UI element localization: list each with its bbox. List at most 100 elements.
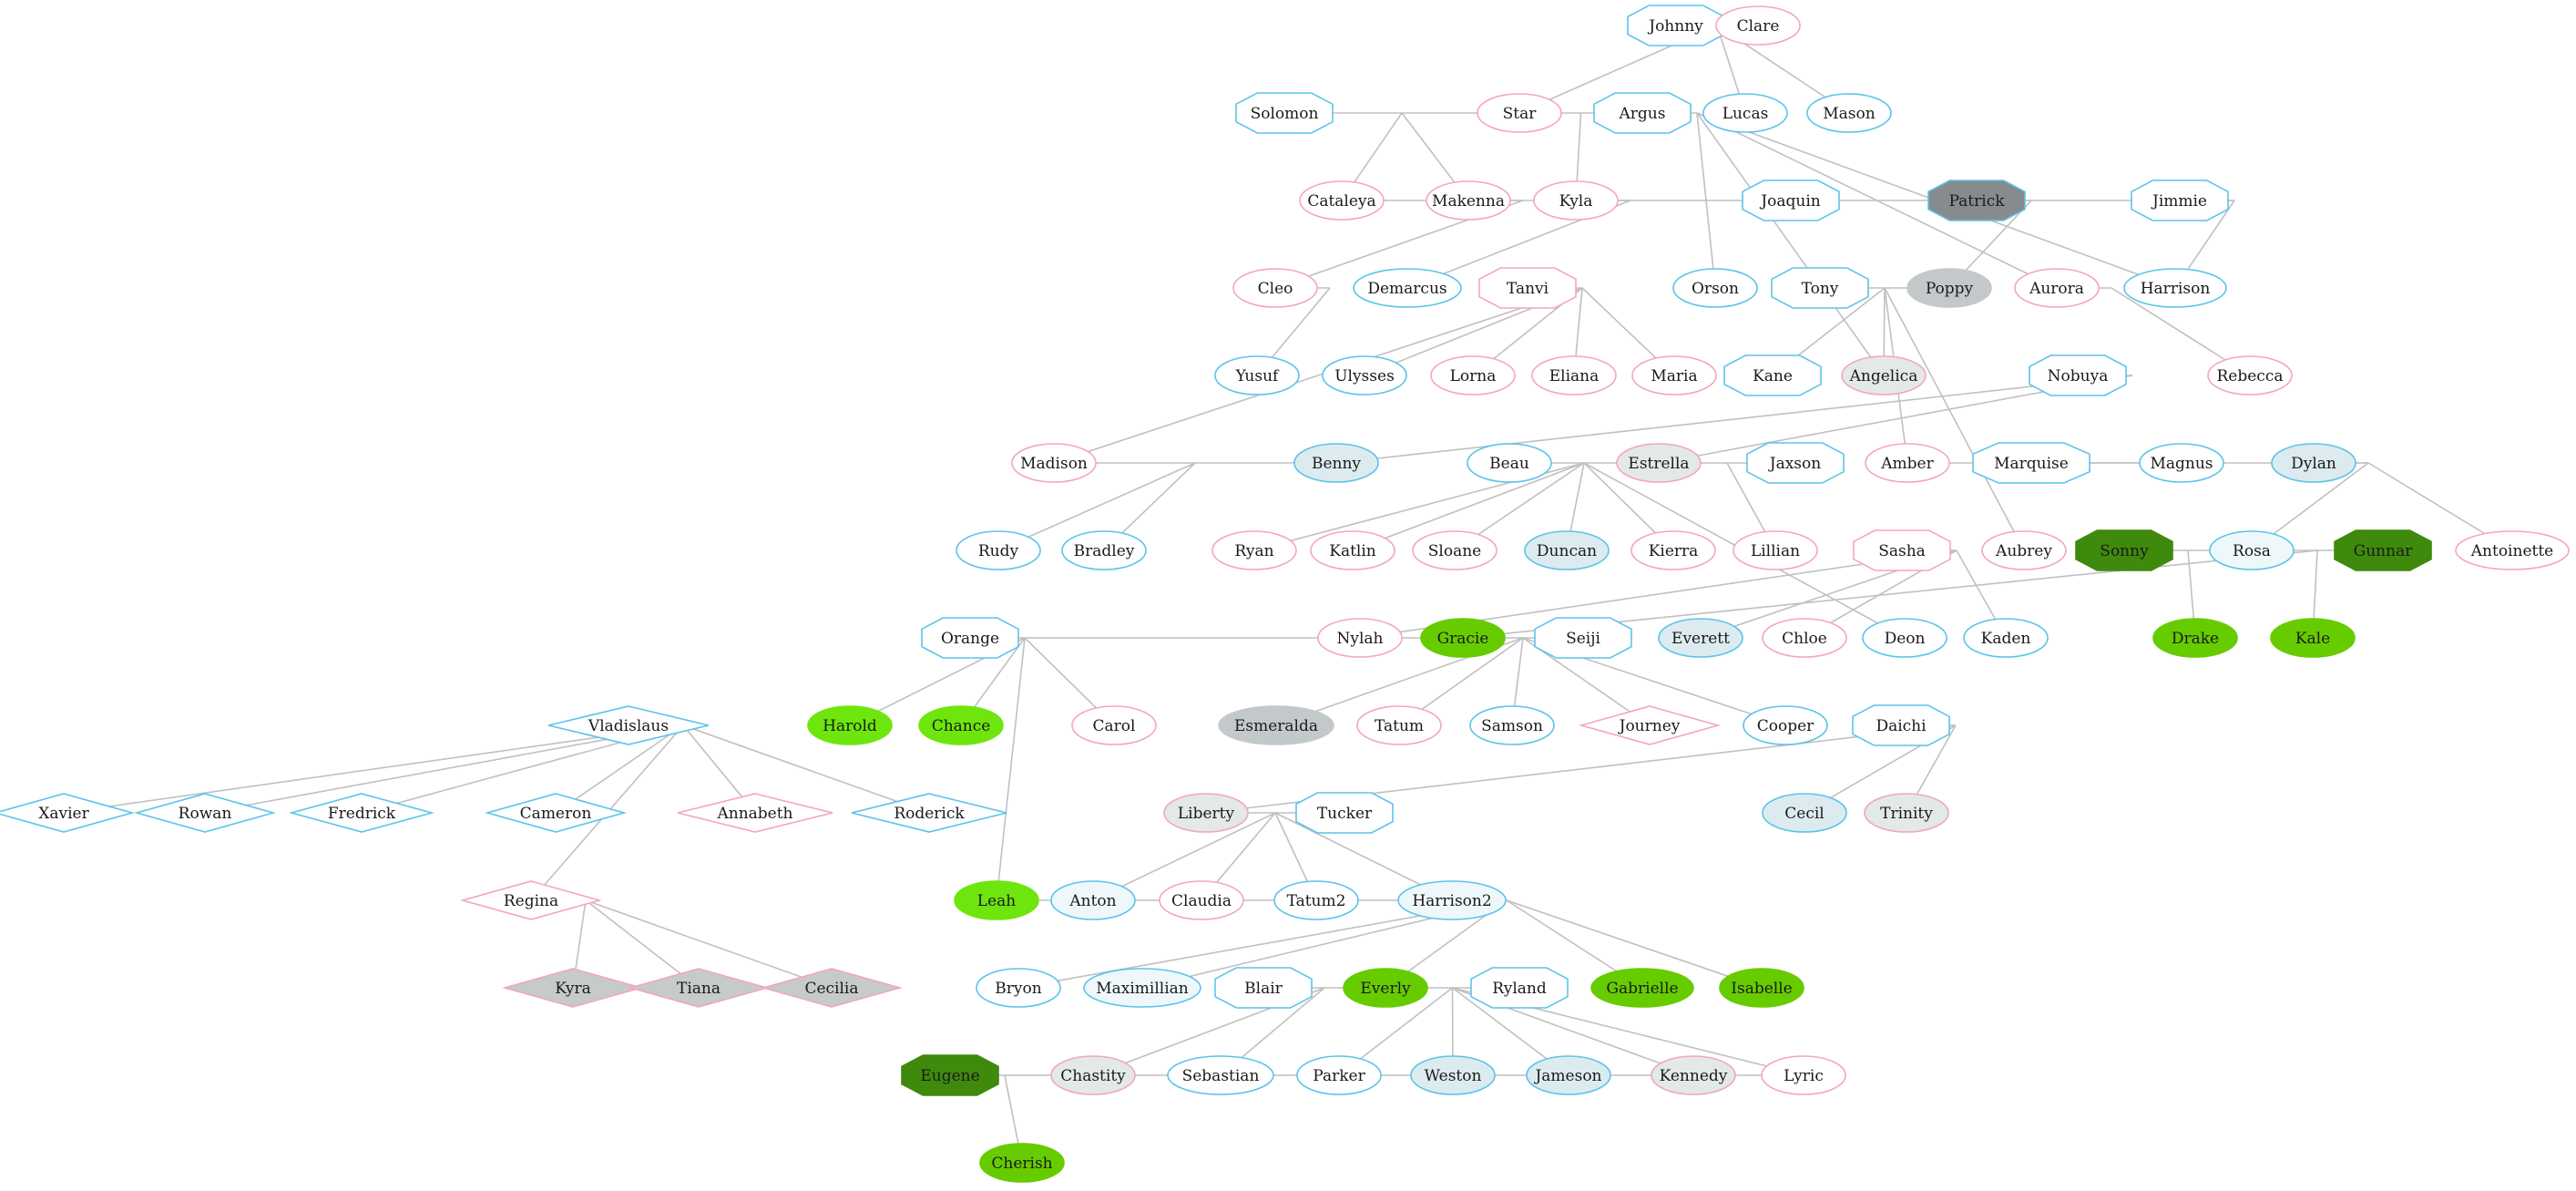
- person-node-blair[interactable]: Blair: [1214, 967, 1313, 1009]
- person-node-bryon[interactable]: Bryon: [976, 968, 1061, 1008]
- person-node-cecilia[interactable]: Cecilia: [761, 968, 903, 1008]
- person-node-demarcus[interactable]: Demarcus: [1353, 268, 1462, 308]
- person-node-nobuya[interactable]: Nobuya: [2029, 354, 2127, 396]
- person-node-kane[interactable]: Kane: [1723, 354, 1822, 396]
- person-node-deon[interactable]: Deon: [1862, 618, 1947, 658]
- person-node-lillian[interactable]: Lillian: [1733, 530, 1818, 570]
- person-node-madison[interactable]: Madison: [1011, 443, 1097, 483]
- person-node-regina[interactable]: Regina: [460, 880, 602, 920]
- person-node-tiana[interactable]: Tiana: [628, 968, 770, 1008]
- person-node-star[interactable]: Star: [1477, 93, 1562, 133]
- person-node-parker[interactable]: Parker: [1296, 1055, 1382, 1095]
- person-node-lorna[interactable]: Lorna: [1430, 355, 1516, 395]
- person-node-tatum2[interactable]: Tatum2: [1273, 880, 1359, 920]
- person-node-patrick[interactable]: Patrick: [1927, 180, 2026, 221]
- person-node-katlin[interactable]: Katlin: [1310, 530, 1395, 570]
- person-node-rowan[interactable]: Rowan: [134, 793, 276, 833]
- person-node-kierra[interactable]: Kierra: [1630, 530, 1716, 570]
- person-node-cecil[interactable]: Cecil: [1762, 793, 1847, 833]
- person-node-jimmie[interactable]: Jimmie: [2131, 180, 2229, 221]
- person-node-seiji[interactable]: Seiji: [1534, 617, 1632, 659]
- person-node-ulysses[interactable]: Ulysses: [1322, 355, 1407, 395]
- person-node-antoinette[interactable]: Antoinette: [2455, 530, 2570, 570]
- person-node-gabrielle[interactable]: Gabrielle: [1590, 968, 1694, 1008]
- person-node-eliana[interactable]: Eliana: [1531, 355, 1617, 395]
- person-node-harrison2[interactable]: Harrison2: [1397, 880, 1507, 920]
- person-node-lyric[interactable]: Lyric: [1761, 1055, 1846, 1095]
- person-node-makenna[interactable]: Makenna: [1426, 180, 1511, 221]
- person-node-everett[interactable]: Everett: [1658, 618, 1743, 658]
- person-node-xavier[interactable]: Xavier: [0, 793, 135, 833]
- person-node-chloe[interactable]: Chloe: [1762, 618, 1847, 658]
- person-node-harrison[interactable]: Harrison: [2123, 268, 2227, 308]
- person-node-cataleya[interactable]: Cataleya: [1299, 180, 1385, 221]
- person-node-kyla[interactable]: Kyla: [1533, 180, 1619, 221]
- person-node-tatum[interactable]: Tatum: [1356, 705, 1442, 745]
- person-node-tony[interactable]: Tony: [1771, 267, 1869, 309]
- person-node-johnny[interactable]: Johnny: [1627, 5, 1725, 46]
- person-node-sloane[interactable]: Sloane: [1412, 530, 1498, 570]
- person-node-mason[interactable]: Mason: [1806, 93, 1892, 133]
- person-node-nylah[interactable]: Nylah: [1317, 618, 1403, 658]
- person-node-trinity[interactable]: Trinity: [1864, 793, 1949, 833]
- person-node-tanvi[interactable]: Tanvi: [1478, 267, 1577, 309]
- person-node-sebastian[interactable]: Sebastian: [1167, 1055, 1274, 1095]
- person-node-maria[interactable]: Maria: [1631, 355, 1717, 395]
- person-node-joaquin[interactable]: Joaquin: [1742, 180, 1840, 221]
- person-node-bradley[interactable]: Bradley: [1061, 530, 1147, 570]
- person-node-sasha[interactable]: Sasha: [1853, 529, 1951, 571]
- person-node-gunnar[interactable]: Gunnar: [2334, 529, 2432, 571]
- person-node-journey[interactable]: Journey: [1579, 705, 1721, 745]
- person-node-argus[interactable]: Argus: [1593, 92, 1692, 134]
- person-node-beau[interactable]: Beau: [1467, 443, 1552, 483]
- person-node-vladislaus[interactable]: Vladislaus: [547, 705, 710, 745]
- person-node-orson[interactable]: Orson: [1672, 268, 1758, 308]
- person-node-harold[interactable]: Harold: [807, 705, 893, 745]
- person-node-kaden[interactable]: Kaden: [1963, 618, 2049, 658]
- person-node-anton[interactable]: Anton: [1050, 880, 1136, 920]
- person-node-roderick[interactable]: Roderick: [851, 793, 1007, 833]
- person-node-fredrick[interactable]: Fredrick: [288, 793, 435, 833]
- person-node-cherish[interactable]: Cherish: [979, 1143, 1065, 1183]
- person-node-isabelle[interactable]: Isabelle: [1719, 968, 1804, 1008]
- person-node-kyra[interactable]: Kyra: [502, 968, 644, 1008]
- person-node-carol[interactable]: Carol: [1071, 705, 1157, 745]
- person-node-samson[interactable]: Samson: [1469, 705, 1555, 745]
- person-node-chastity[interactable]: Chastity: [1050, 1055, 1136, 1095]
- person-node-cameron[interactable]: Cameron: [485, 793, 627, 833]
- person-node-aubrey[interactable]: Aubrey: [1981, 530, 2067, 570]
- person-node-rosa[interactable]: Rosa: [2209, 530, 2295, 570]
- person-node-yusuf[interactable]: Yusuf: [1214, 355, 1300, 395]
- person-node-benny[interactable]: Benny: [1293, 443, 1379, 483]
- person-node-duncan[interactable]: Duncan: [1524, 530, 1610, 570]
- person-node-everly[interactable]: Everly: [1343, 968, 1428, 1008]
- person-node-solomon[interactable]: Solomon: [1235, 92, 1334, 134]
- person-node-orange[interactable]: Orange: [921, 617, 1019, 659]
- person-node-amber[interactable]: Amber: [1865, 443, 1950, 483]
- person-node-estrella[interactable]: Estrella: [1616, 443, 1702, 483]
- person-node-poppy[interactable]: Poppy: [1906, 268, 1992, 308]
- person-node-dylan[interactable]: Dylan: [2271, 443, 2356, 483]
- person-node-ryland[interactable]: Ryland: [1470, 967, 1569, 1009]
- person-node-liberty[interactable]: Liberty: [1163, 793, 1249, 833]
- person-node-eugene[interactable]: Eugene: [901, 1054, 999, 1096]
- person-node-claudia[interactable]: Claudia: [1159, 880, 1244, 920]
- person-node-gracie[interactable]: Gracie: [1420, 618, 1506, 658]
- person-node-clare[interactable]: Clare: [1715, 5, 1801, 46]
- person-node-kennedy[interactable]: Kennedy: [1651, 1055, 1736, 1095]
- person-node-angelica[interactable]: Angelica: [1841, 355, 1927, 395]
- person-node-cooper[interactable]: Cooper: [1743, 705, 1828, 745]
- person-node-sonny[interactable]: Sonny: [2075, 529, 2173, 571]
- person-node-lucas[interactable]: Lucas: [1702, 93, 1788, 133]
- person-node-drake[interactable]: Drake: [2152, 618, 2238, 658]
- person-node-magnus[interactable]: Magnus: [2139, 443, 2224, 483]
- person-node-kale[interactable]: Kale: [2270, 618, 2356, 658]
- person-node-ryan[interactable]: Ryan: [1211, 530, 1297, 570]
- person-node-cleo[interactable]: Cleo: [1232, 268, 1318, 308]
- person-node-jaxson[interactable]: Jaxson: [1746, 442, 1845, 484]
- person-node-rebecca[interactable]: Rebecca: [2207, 355, 2293, 395]
- person-node-aurora[interactable]: Aurora: [2014, 268, 2100, 308]
- person-node-marquise[interactable]: Marquise: [1972, 442, 2090, 484]
- person-node-maximillian[interactable]: Maximillian: [1083, 968, 1201, 1008]
- person-node-daichi[interactable]: Daichi: [1852, 704, 1950, 746]
